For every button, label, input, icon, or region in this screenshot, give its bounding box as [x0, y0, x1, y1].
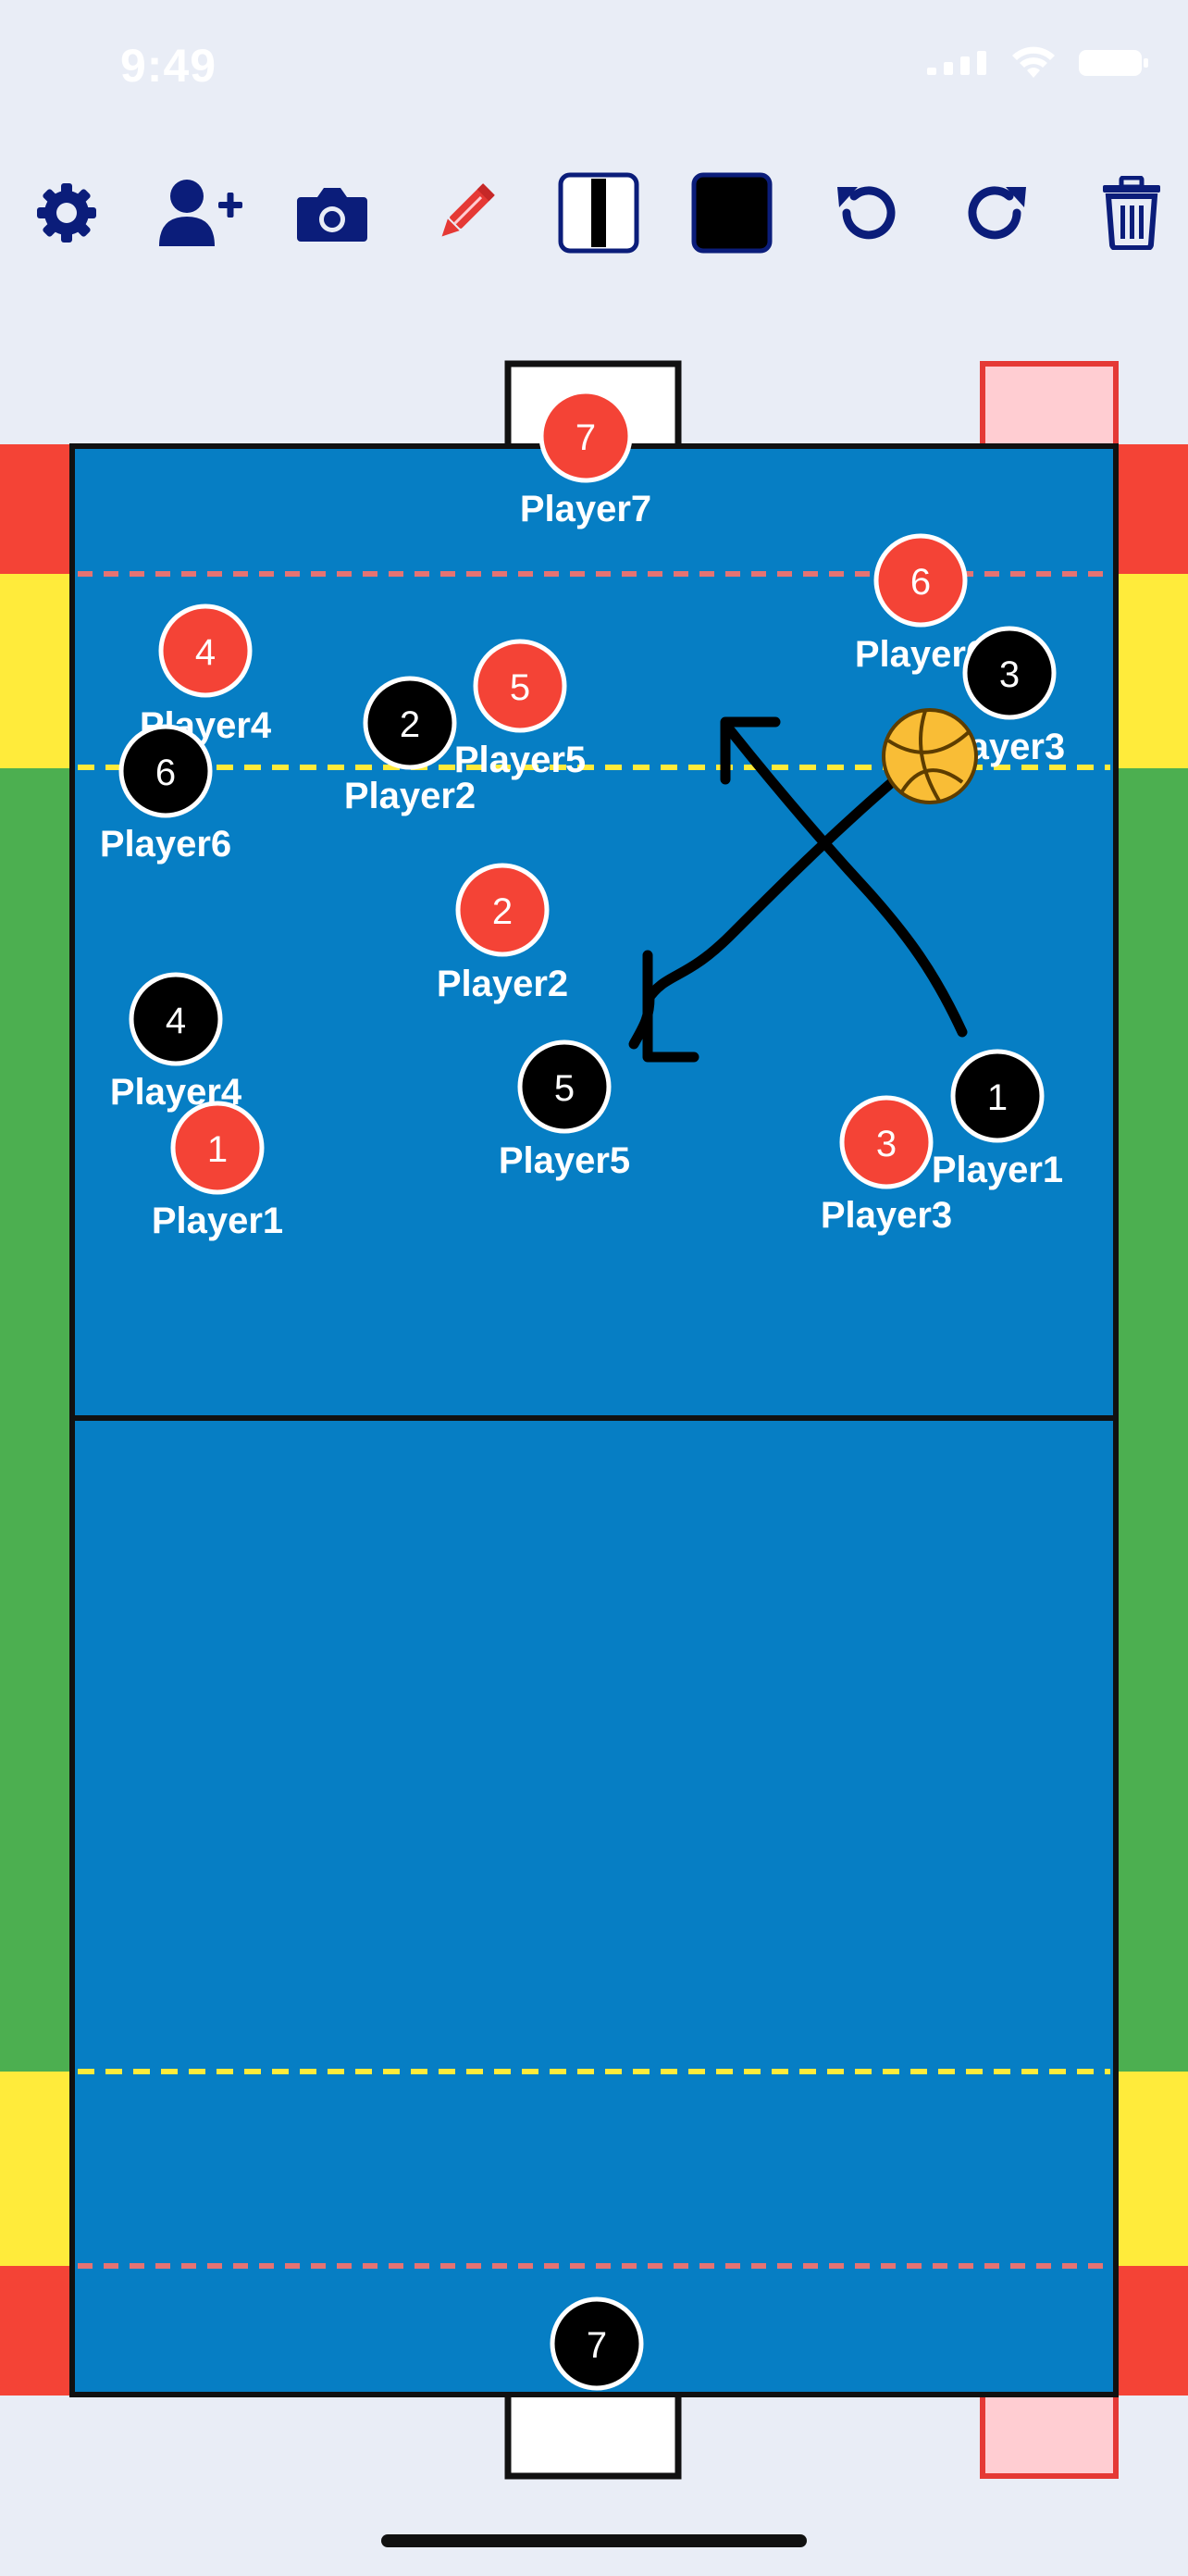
- players-layer: 7Player76Player64Player45Player52Player2…: [100, 389, 1065, 2391]
- player-number: 7: [587, 2325, 607, 2366]
- player-number: 4: [166, 1001, 186, 1041]
- player-name-label: Player2: [344, 776, 476, 816]
- player-number: 3: [999, 654, 1020, 695]
- player-token[interactable]: [170, 1101, 265, 1195]
- draw-button[interactable]: [415, 162, 516, 264]
- player-token[interactable]: [839, 1095, 934, 1189]
- arrow-path-1: [725, 726, 968, 1038]
- player-token[interactable]: [118, 724, 213, 818]
- camera-icon: [297, 188, 367, 242]
- bottom-goal-red: [980, 2385, 1119, 2479]
- player-name-label: Player4: [110, 1072, 242, 1113]
- player-token[interactable]: [363, 676, 457, 770]
- arrow-head-2: [642, 950, 699, 1063]
- left-side-zones: [0, 444, 74, 2396]
- player-token[interactable]: [473, 639, 567, 733]
- player-number: 1: [207, 1129, 228, 1170]
- battery-icon: [1079, 50, 1148, 76]
- player-name-label: Player5: [499, 1140, 630, 1181]
- player-number: 5: [554, 1068, 575, 1109]
- right-side-zones: [1114, 444, 1188, 2396]
- add-player-button[interactable]: [149, 162, 251, 264]
- player-name-label: Player1: [932, 1150, 1063, 1190]
- signal-icon: [927, 51, 986, 75]
- player-token[interactable]: [538, 389, 633, 483]
- player-name-label: Player3: [821, 1195, 952, 1236]
- undo-icon: [837, 186, 896, 240]
- line-style-button[interactable]: [548, 162, 650, 264]
- top-goal-red: [980, 361, 1119, 459]
- camera-button[interactable]: [281, 162, 383, 264]
- player-token[interactable]: [129, 972, 223, 1066]
- player-number: 2: [400, 704, 420, 745]
- pencil-icon: [441, 183, 495, 237]
- player-number: 5: [510, 667, 530, 708]
- player-token[interactable]: [517, 1039, 612, 1134]
- player-token[interactable]: [873, 533, 968, 628]
- status-bar: 9:49: [0, 0, 1188, 139]
- player-token[interactable]: [950, 1049, 1045, 1143]
- player-marker-black-7[interactable]: 7: [550, 2296, 644, 2391]
- color-button[interactable]: [681, 162, 783, 264]
- player-name-label: Player7: [520, 489, 651, 529]
- color-swatch-icon: [691, 172, 773, 254]
- line-style-icon: [558, 172, 639, 254]
- player-token[interactable]: [962, 626, 1057, 720]
- arrow-path-2: [642, 772, 903, 1005]
- player-token[interactable]: [455, 863, 550, 957]
- bottom-goal: [504, 2384, 682, 2480]
- gear-icon: [37, 183, 96, 243]
- undo-button[interactable]: [814, 162, 916, 264]
- player-name-label: Player5: [454, 740, 586, 780]
- settings-button[interactable]: [16, 162, 118, 264]
- arrow-head-1: [720, 716, 781, 785]
- drawn-arrows: [628, 716, 968, 1063]
- player-name-label: Player6: [100, 824, 231, 865]
- wifi-icon: [1012, 46, 1055, 78]
- add-player-icon: [159, 180, 242, 246]
- player-number: 6: [910, 562, 931, 603]
- toolbar: [0, 153, 1188, 264]
- player-number: 2: [492, 891, 513, 932]
- player-number: 4: [195, 632, 216, 673]
- player-number: 1: [987, 1077, 1008, 1118]
- delete-button[interactable]: [1081, 162, 1182, 264]
- player-number: 6: [155, 753, 176, 793]
- home-indicator[interactable]: [381, 2534, 807, 2547]
- player-name-label: Player1: [152, 1201, 283, 1241]
- player-name-label: Player2: [437, 964, 568, 1004]
- status-time: 9:49: [120, 40, 217, 92]
- trash-icon: [1103, 176, 1160, 250]
- player-number: 7: [575, 417, 596, 458]
- player-number: 3: [876, 1124, 897, 1164]
- player-token[interactable]: [550, 2296, 644, 2391]
- ball[interactable]: [882, 708, 978, 804]
- redo-button[interactable]: [947, 162, 1049, 264]
- player-token[interactable]: [158, 604, 253, 698]
- redo-icon: [968, 186, 1026, 240]
- status-indicators: [925, 46, 1151, 80]
